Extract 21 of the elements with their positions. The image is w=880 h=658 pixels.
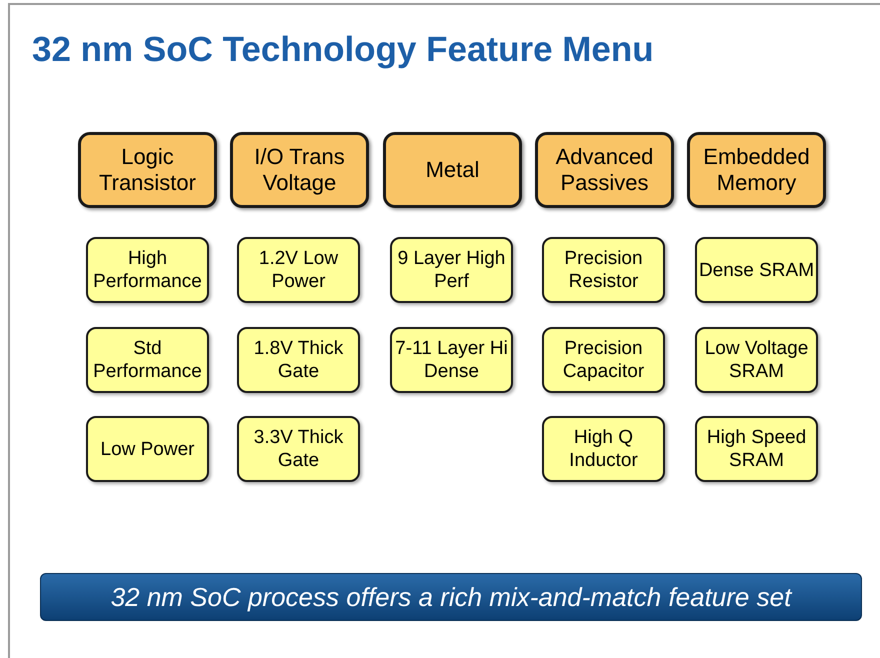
feature-box: 1.8V Thick Gate (237, 327, 360, 393)
category-box: I/O Trans Voltage (230, 132, 369, 208)
feature-box: Low Voltage SRAM (695, 327, 818, 393)
feature-box: Std Performance (86, 327, 209, 393)
feature-box: 1.2V Low Power (237, 237, 360, 303)
feature-box: Precision Resistor (542, 237, 665, 303)
summary-banner: 32 nm SoC process offers a rich mix-and-match feature set (40, 573, 862, 621)
feature-box: High Performance (86, 237, 209, 303)
feature-box: Dense SRAM (695, 237, 818, 303)
category-box: Advanced Passives (535, 132, 674, 208)
feature-box: High Speed SRAM (695, 416, 818, 482)
slide-title: 32 nm SoC Technology Feature Menu (32, 30, 654, 70)
category-box: Logic Transistor (78, 132, 217, 208)
category-box: Metal (383, 132, 522, 208)
feature-box: 9 Layer High Perf (390, 237, 513, 303)
feature-box: Precision Capacitor (542, 327, 665, 393)
feature-box: High Q Inductor (542, 416, 665, 482)
category-box: Embedded Memory (687, 132, 826, 208)
feature-box: 7-11 Layer Hi Dense (390, 327, 513, 393)
feature-box: 3.3V Thick Gate (237, 416, 360, 482)
feature-box: Low Power (86, 416, 209, 482)
